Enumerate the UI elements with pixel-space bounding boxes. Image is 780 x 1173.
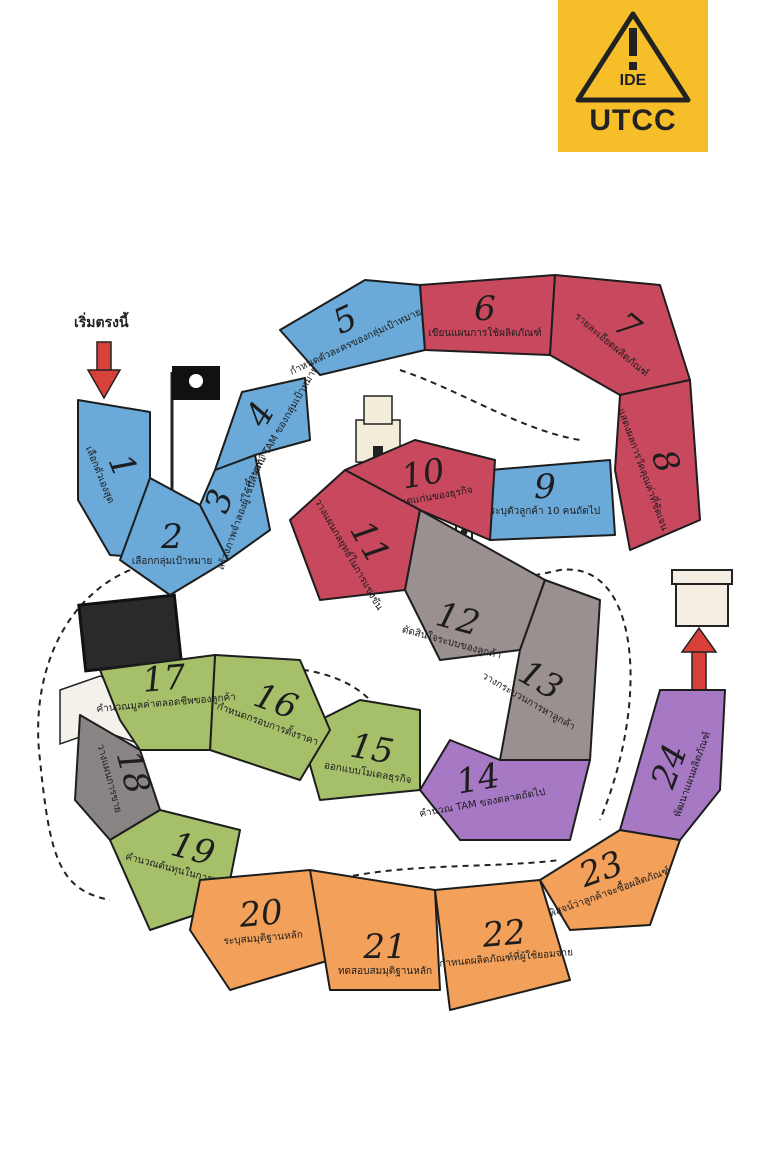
tile-23: 23พิสูจน์ว่าลูกค้าจะซื้อผลิตภัณฑ์ — [539, 829, 681, 931]
tile-label: ระบุตัวลูกค้า 10 คนถัดไป — [490, 505, 600, 517]
tile-number: 20 — [237, 892, 285, 936]
tile-17: 17คำนวณมูลค่าตลอดชีพของลูกค้า — [96, 654, 236, 751]
finish-arrow-icon — [680, 626, 718, 691]
tile-24: 24พัฒนาแผนผลิตภัณฑ์ — [619, 689, 726, 841]
treasure-box-icon — [671, 569, 733, 627]
tile-number: 10 — [398, 451, 448, 498]
tile-number: 2 — [160, 517, 183, 557]
tile-22: 22กำหนดผลิตภัณฑ์ที่ผู้ใช้ยอมจ่าย — [434, 879, 573, 1011]
tile-shape — [499, 579, 601, 761]
tile-1: 1เลือกตัวเองสุด — [77, 399, 151, 559]
tile-shape — [619, 689, 726, 841]
tile-number: 17 — [141, 657, 188, 701]
tile-number: 15 — [347, 726, 397, 773]
tile-shape — [189, 869, 331, 991]
tile-16: 16กำหนดกรอบการตั้งราคา — [209, 654, 331, 781]
tile-shape — [214, 377, 311, 471]
tile-shape — [614, 379, 701, 551]
tile-number: 9 — [534, 467, 556, 507]
warning-triangle-icon — [575, 11, 691, 103]
tile-shape — [539, 829, 681, 931]
start-arrow-icon — [86, 341, 122, 400]
tile-number: 22 — [480, 912, 528, 956]
tile-shape — [99, 654, 216, 751]
tile-shape — [299, 699, 421, 801]
tile-label: เขียนแผนการใช้ผลิตภัณฑ์ — [428, 327, 541, 339]
tile-10: 10กำหนดแก่นของธุรกิจ — [344, 439, 496, 541]
logo-ide-text: IDE — [619, 72, 647, 89]
tile-label: ทดสอบสมมุติฐานหลัก — [338, 966, 432, 977]
tile-6: 6เขียนแผนการใช้ผลิตภัณฑ์ — [419, 274, 556, 356]
tile-shape — [199, 454, 271, 561]
tile-number: 21 — [362, 927, 406, 967]
ide-utcc-logo: IDE UTCC — [558, 0, 708, 152]
tile-number: 14 — [453, 756, 503, 803]
tile-label: เลือกกลุ่มเป้าหมาย — [132, 555, 212, 567]
tile-group: 1เลือกตัวเองสุด2เลือกกลุ่มเป้าหมาย3สร้าง… — [74, 274, 726, 1011]
tile-shape — [309, 869, 441, 991]
tile-number: 6 — [474, 289, 496, 329]
tile-3: 3สร้างภาพจำลองผู้ใช้ปลายทาง — [197, 447, 271, 572]
tile-5: 5กำหนดตัวละครของกลุ่มเป้าหมาย — [279, 279, 426, 378]
tile-shape — [434, 879, 571, 1011]
start-here-label: เริ่มตรงนี้ — [74, 315, 129, 331]
tile-14: 14คำนวณ TAM ของตลาดถัดไป — [418, 739, 591, 841]
logo-utcc-text: UTCC — [589, 104, 677, 137]
